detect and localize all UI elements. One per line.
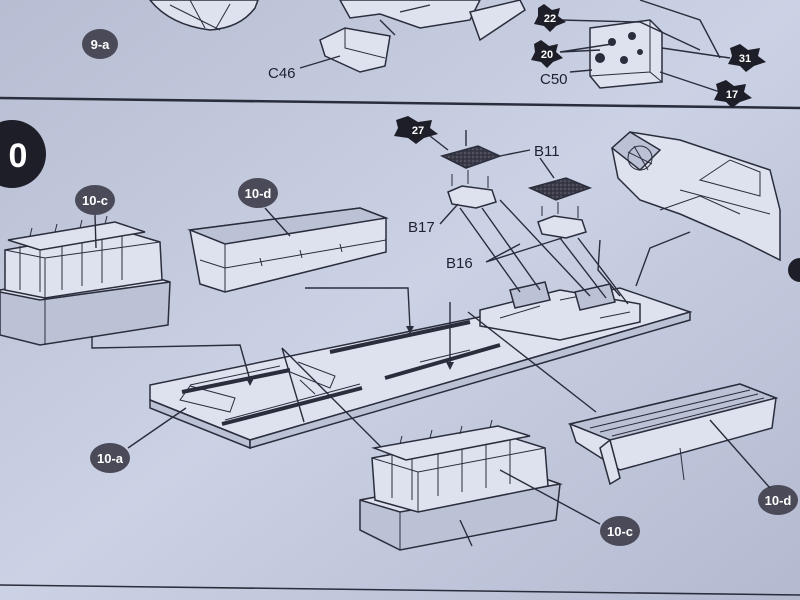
part-10c-bottom xyxy=(359,419,563,551)
part-b17-right xyxy=(537,202,587,239)
part-10a-base xyxy=(149,281,693,450)
badge-9a: 9-a xyxy=(82,29,118,59)
label-c46: C46 xyxy=(268,65,296,82)
star-20-text: 20 xyxy=(541,49,553,61)
step-divider xyxy=(0,96,800,110)
bracket-part xyxy=(339,0,481,29)
part-hull-section xyxy=(610,131,781,262)
star-17-text: 17 xyxy=(726,89,738,101)
star-27-text: 27 xyxy=(412,125,424,137)
next-step-marker xyxy=(788,258,800,282)
part-10d-bottom xyxy=(567,383,779,486)
step-number-badge: 0 xyxy=(0,120,46,188)
part-10c-top xyxy=(0,215,171,346)
badge-10d-bottom: 10-d xyxy=(758,485,798,515)
leader-to-10d xyxy=(467,311,597,413)
badge-10a: 10-a xyxy=(90,443,130,473)
part-b17-left xyxy=(447,170,497,209)
leader-base-to-10c xyxy=(281,347,383,449)
leader-10d-to-base xyxy=(305,287,411,329)
leader-hull-to-base xyxy=(635,231,691,287)
star-22: 22 xyxy=(534,4,566,32)
star-31-text: 31 xyxy=(739,53,751,65)
star-22-text: 22 xyxy=(544,13,556,25)
star-31: 31 xyxy=(728,44,766,72)
previous-step-parts: C46 C50 xyxy=(149,0,731,93)
part-b11-right-decal xyxy=(527,177,593,201)
badge-10d-bottom-text: 10-d xyxy=(765,493,792,508)
badge-9a-text: 9-a xyxy=(91,37,111,52)
badge-10d-top-text: 10-d xyxy=(245,186,272,201)
star-27: 27 xyxy=(394,116,438,144)
leader-10c-to-base xyxy=(91,336,251,381)
bottom-divider xyxy=(0,584,800,596)
badge-10c-top-text: 10-c xyxy=(82,193,108,208)
label-b16: B16 xyxy=(446,255,473,272)
part-10d-top xyxy=(187,207,389,293)
badge-10c-bottom: 10-c xyxy=(600,516,640,546)
star-17: 17 xyxy=(714,80,752,108)
label-b11: B11 xyxy=(534,143,560,160)
label-b17: B17 xyxy=(408,219,435,236)
badge-10a-text: 10-a xyxy=(97,451,124,466)
step-number-text: 0 xyxy=(9,137,28,175)
label-c50: C50 xyxy=(540,71,568,88)
star-20: 20 xyxy=(531,40,563,68)
wheel-part xyxy=(149,0,259,31)
badge-10d-top: 10-d xyxy=(238,178,278,208)
badge-10c-bottom-text: 10-c xyxy=(607,524,633,539)
badge-10c-top: 10-c xyxy=(75,185,115,215)
